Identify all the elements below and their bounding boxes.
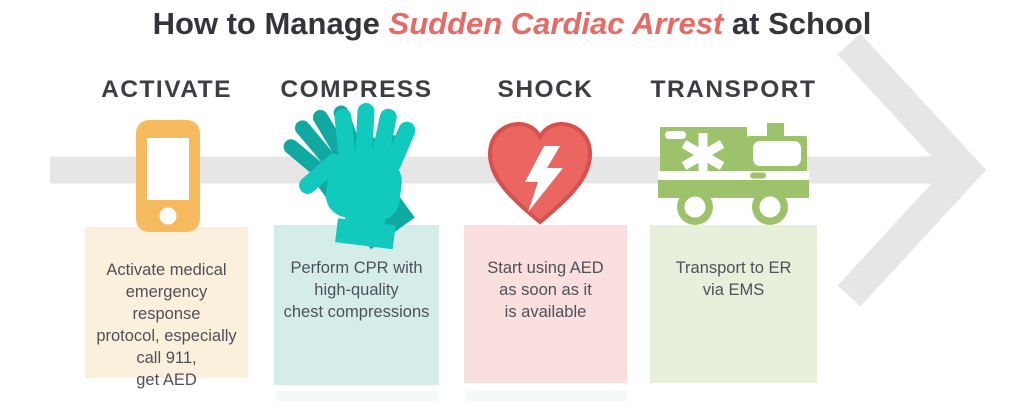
card-activate-text: Activate medical emergency response prot… — [96, 261, 237, 389]
cpr-hands-icon — [283, 102, 416, 250]
phone-icon — [136, 120, 200, 232]
card-transport-text: Transport to ER via EMS — [675, 259, 792, 299]
card-shock-text: Start using AED as soon as it is availab… — [487, 259, 604, 321]
step-label-activate: ACTIVATE — [101, 76, 232, 103]
cropped-next-row-sliver — [465, 391, 627, 401]
card-activate: Activate medical emergency response prot… — [85, 227, 248, 389]
title-prefix: How to Manage — [152, 6, 389, 41]
ambulance-icon — [658, 123, 809, 225]
lightning-bolt-icon — [525, 146, 563, 212]
page-title: How to Manage Sudden Cardiac Arrest at S… — [0, 6, 1024, 42]
card-compress-text: Perform CPR with high-quality chest comp… — [283, 259, 430, 321]
card-compress: Perform CPR with high-quality chest comp… — [274, 225, 439, 385]
title-suffix: at School — [723, 6, 872, 41]
card-shock: Start using AED as soon as it is availab… — [464, 225, 627, 383]
step-label-transport: TRANSPORT — [650, 76, 817, 103]
title-highlight: Sudden Cardiac Arrest — [388, 6, 724, 41]
cropped-next-row-sliver — [276, 391, 439, 401]
card-transport: Transport to ER via EMS — [650, 225, 817, 383]
aed-heart-icon — [487, 121, 593, 225]
step-label-shock: SHOCK — [497, 76, 594, 103]
step-label-compress: COMPRESS — [280, 76, 433, 103]
star-of-life-icon — [681, 133, 725, 177]
